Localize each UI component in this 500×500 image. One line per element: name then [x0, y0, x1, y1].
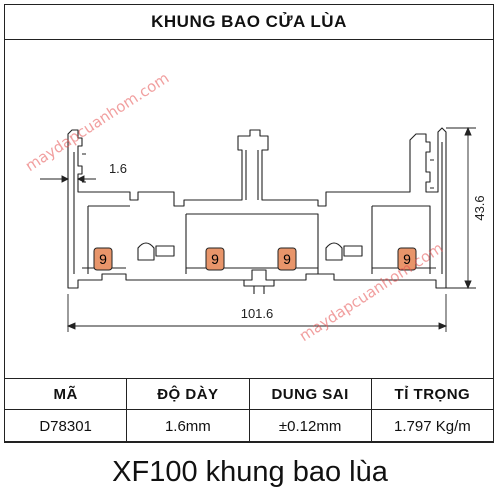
drawing-title: KHUNG BAO CỬA LÙA [4, 4, 494, 40]
gasket-2: 9 [205, 247, 225, 271]
spec-value-row: D78301 1.6mm ±0.12mm 1.797 Kg/m [3, 409, 495, 443]
value-weight: 1.797 Kg/m [370, 409, 495, 443]
header-thickness: ĐỘ DÀY [126, 378, 250, 410]
spec-header-row: MÃ ĐỘ DÀY DUNG SAI TỈ TRỌNG [3, 378, 495, 410]
gasket-4: 9 [397, 247, 417, 271]
gasket-1: 9 [93, 247, 113, 271]
header-tolerance: DUNG SAI [248, 378, 372, 410]
dimension-width: 101.6 [66, 294, 448, 332]
caption: XF100 khung bao lùa [112, 455, 388, 488]
value-tolerance: ±0.12mm [248, 409, 372, 443]
gasket-3: 9 [277, 247, 297, 271]
dim-height-label: 43.6 [472, 195, 487, 220]
gasket-label: 9 [99, 251, 107, 267]
dim-thickness-label: 1.6 [109, 161, 127, 176]
spec-table: MÃ ĐỘ DÀY DUNG SAI TỈ TRỌNG D78301 1.6mm… [3, 378, 495, 443]
value-thickness: 1.6mm [126, 409, 250, 443]
dimension-thickness: 1.6 [40, 161, 127, 183]
profile-drawing: 9 9 9 9 1.6 43.6 [40, 126, 487, 332]
gasket-label: 9 [403, 251, 411, 267]
gasket-group: 9 9 9 9 [93, 247, 417, 271]
header-code: MÃ [3, 378, 128, 410]
gasket-label: 9 [211, 251, 219, 267]
gasket-label: 9 [283, 251, 291, 267]
value-code: D78301 [3, 409, 128, 443]
dim-width-label: 101.6 [241, 306, 274, 321]
header-weight: TỈ TRỌNG [370, 378, 495, 410]
dimension-height: 43.6 [446, 126, 487, 290]
